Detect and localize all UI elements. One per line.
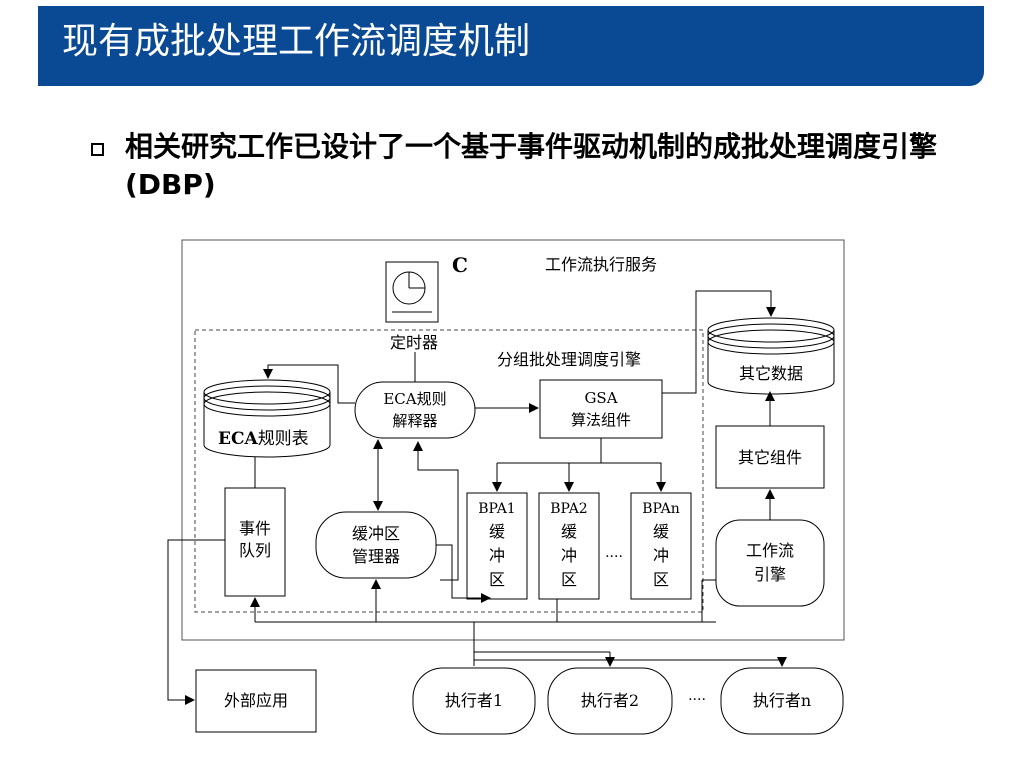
event-queue: [224, 487, 286, 597]
bullet-text: 相关研究工作已设计了一个基于事件驱动机制的成批处理调度引擎(DBP): [125, 130, 938, 201]
other-components: [715, 425, 825, 489]
executor-n-label: 执行者n: [753, 691, 811, 710]
executor-ellipsis: ····: [688, 692, 706, 708]
bpa-ellipsis: ····: [605, 549, 623, 565]
connectors: [167, 290, 787, 705]
bpa-buffer-1-id: BPA1: [478, 501, 515, 517]
bpa-buffer-2-line1: 缓: [561, 522, 577, 541]
engine-label: 分组批处理调度引擎: [497, 350, 641, 369]
engine-frame: [194, 329, 704, 613]
timer-icon: [385, 261, 439, 323]
service-frame: [181, 239, 845, 641]
other-components-label: 其它组件: [738, 448, 802, 467]
gsa-component: [539, 379, 663, 439]
executor-2-label: 执行者2: [581, 691, 639, 710]
bpa-buffer-1-line3: 区: [489, 570, 505, 589]
bpa-buffer-2-id: BPA2: [550, 501, 587, 517]
gsa-line1: GSA: [584, 389, 617, 407]
executor-1: [412, 667, 536, 735]
other-data-cylinder: [707, 317, 835, 395]
corner-label: C: [452, 253, 468, 277]
eca-interpreter-line1: ECA规则: [383, 390, 446, 408]
bpa-buffer-n: BPAn 缓 冲 区: [630, 492, 692, 600]
bpa-buffer-n-line3: 区: [653, 570, 669, 589]
bpa-buffer-1-line2: 冲: [489, 546, 505, 565]
bpa-buffer-n-id: BPAn: [642, 501, 680, 517]
bullet-square-icon: [91, 143, 104, 156]
bpa-buffer-n-line1: 缓: [653, 522, 669, 541]
event-queue-line1: 事件: [239, 519, 271, 538]
external-app: [195, 669, 317, 733]
executor-2: [547, 667, 673, 735]
bpa-buffer-1: BPA1 缓 冲 区: [466, 492, 528, 600]
timer-label: 定时器: [390, 333, 438, 352]
executor-1-label: 执行者1: [445, 691, 503, 710]
bpa-buffer-2: BPA2 缓 冲 区: [538, 492, 600, 600]
eca-interpreter-line2: 解释器: [392, 412, 437, 430]
slide-title: 现有成批处理工作流调度机制: [62, 21, 531, 62]
external-app-label: 外部应用: [224, 691, 288, 710]
eca-table-label-rest: 规则表: [258, 429, 309, 449]
buffer-manager: [315, 511, 437, 579]
other-data-label: 其它数据: [739, 364, 803, 383]
bpa-buffer-2-line2: 冲: [561, 546, 577, 565]
buffer-manager-line2: 管理器: [352, 547, 400, 566]
bpa-buffer-1-line1: 缓: [489, 522, 505, 541]
event-queue-line2: 队列: [239, 541, 271, 560]
workflow-engine-line1: 工作流: [746, 541, 794, 560]
bpa-buffer-2-line3: 区: [561, 570, 577, 589]
eca-table-cylinder: [203, 379, 331, 458]
title-bar: 现有成批处理工作流调度机制: [38, 6, 984, 86]
bpa-buffer-n-line2: 冲: [653, 546, 669, 565]
gsa-line2: 算法组件: [571, 411, 631, 429]
buffer-manager-line1: 缓冲区: [352, 524, 400, 543]
service-label: 工作流执行服务: [545, 255, 657, 274]
eca-table-label: ECA规则表: [218, 429, 309, 449]
executor-n: [720, 667, 844, 735]
workflow-engine: [715, 519, 825, 607]
eca-table-label-bold: ECA: [218, 429, 258, 449]
workflow-engine-line2: 引擎: [754, 565, 786, 584]
